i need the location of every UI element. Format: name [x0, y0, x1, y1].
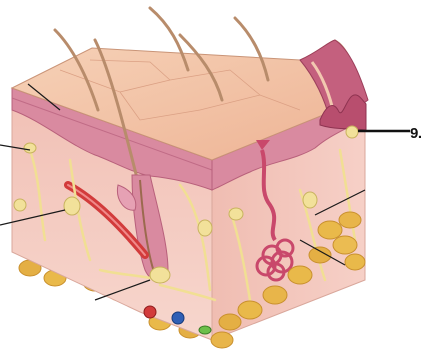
label-9: 9. [410, 125, 422, 142]
